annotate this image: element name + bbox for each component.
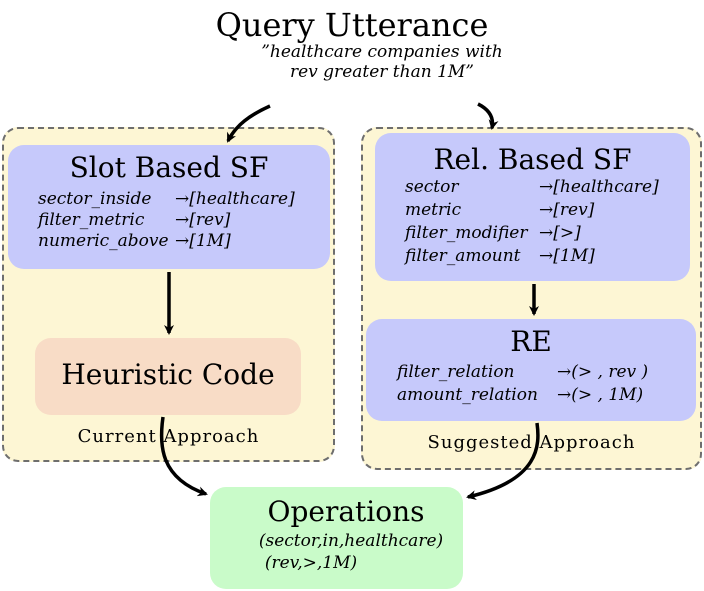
arrow-heuristic-to-operations (159, 416, 208, 497)
relation-key: amount_relation (397, 385, 538, 405)
slot-value: →[1M] (175, 231, 231, 251)
slot-key: filter_metric (38, 210, 145, 230)
arrow-query-to-rel-sf (477, 102, 499, 130)
slot-value: →[healthcare] (175, 189, 295, 209)
slot-key: filter_modifier (405, 223, 528, 243)
relation-value: →(> , 1M) (557, 385, 644, 405)
slot-based-sf-box: Slot Based SF sector_inside →[healthcare… (8, 145, 330, 269)
operations-line1: (sector,in,healthcare) (258, 531, 444, 551)
rel-based-sf-box: Rel. Based SF sector →[healthcare] metri… (375, 133, 690, 281)
operations-box: Operations (sector,in,healthcare) (rev,>… (210, 487, 463, 589)
slot-key: sector_inside (38, 189, 152, 209)
heuristic-code-box: Heuristic Code (35, 338, 301, 415)
query-title: Query Utterance (215, 6, 489, 44)
query-utterance-line1: ”healthcare companies with (261, 42, 503, 62)
slot-value: →[1M] (539, 246, 595, 266)
arrow-query-to-slot-sf (226, 104, 271, 143)
rel-based-sf-title: Rel. Based SF (433, 143, 632, 176)
relation-value: →(> , rev ) (557, 362, 649, 382)
slot-value: →[>] (539, 223, 581, 243)
relation-key: filter_relation (397, 362, 515, 382)
operations-line2: (rev,>,1M) (264, 553, 358, 573)
slot-list: sector_inside →[healthcare] filter_metri… (38, 189, 328, 259)
relation-list: filter_relation →(> , rev ) amount_relat… (397, 362, 692, 410)
re-box: RE filter_relation →(> , rev ) amount_re… (366, 319, 696, 421)
slot-key: numeric_above (38, 231, 169, 251)
arrow-re-to-operations (466, 422, 540, 501)
slot-key: sector (405, 177, 459, 197)
slot-key: filter_amount (405, 246, 521, 266)
query-utterance-line2: rev greater than 1M” (289, 62, 474, 82)
rel-slot-list: sector →[healthcare] metric →[rev] filte… (405, 177, 685, 269)
re-title: RE (510, 325, 552, 358)
slot-value: →[healthcare] (539, 177, 659, 197)
heuristic-code-title: Heuristic Code (61, 358, 275, 391)
slot-key: metric (405, 200, 462, 220)
operations-title: Operations (267, 495, 425, 528)
slot-value: →[rev] (175, 210, 231, 230)
slot-value: →[rev] (539, 200, 595, 220)
suggested-approach-caption: Suggested Approach (427, 432, 636, 453)
current-approach-caption: Current Approach (77, 426, 260, 447)
slot-based-sf-title: Slot Based SF (69, 151, 269, 184)
